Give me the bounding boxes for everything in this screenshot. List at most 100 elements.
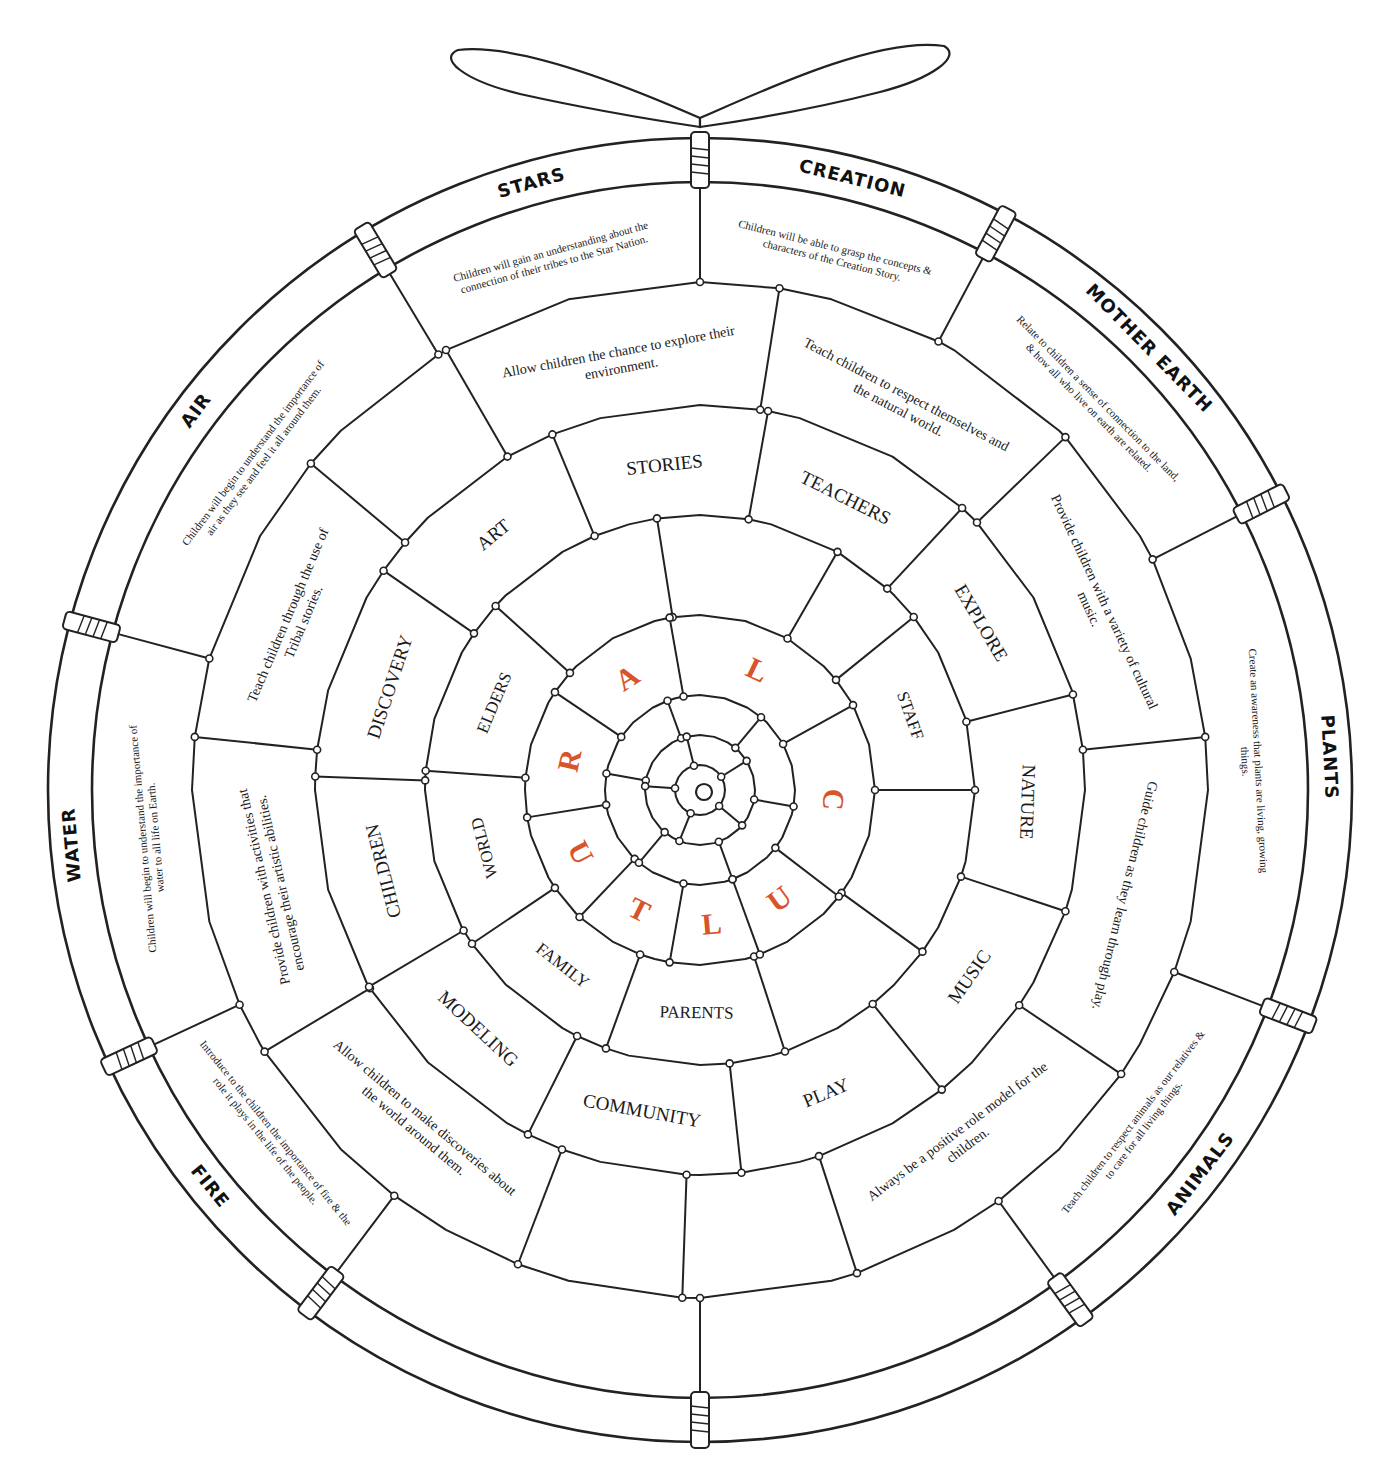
cell-word: PLAY: [798, 1073, 853, 1112]
web-ring: [675, 765, 725, 815]
web-knot: [756, 951, 763, 958]
web-cell: MUSIC: [942, 945, 996, 1009]
web-knot: [972, 787, 979, 794]
web-strand: [679, 813, 690, 841]
hoop-inner-edge: [92, 182, 1308, 1398]
web-cell: ELDERS: [473, 668, 517, 737]
web-knot: [603, 770, 610, 777]
web-knot: [559, 1146, 566, 1153]
web-strand: [699, 182, 701, 282]
web-cell: Allow children the chance to explore the…: [499, 322, 741, 399]
web-knot: [776, 285, 783, 292]
cultural-letter: L: [740, 649, 775, 689]
web-strand: [387, 269, 439, 355]
web-knot: [957, 873, 964, 880]
web-knot: [743, 757, 750, 764]
band-segment: STARSChildren will gain an understanding…: [436, 214, 670, 302]
web-knot: [757, 406, 764, 413]
web-knot: [963, 718, 970, 725]
web-cell: STAFF: [892, 688, 928, 744]
web-strand: [446, 350, 508, 457]
web-knot: [780, 740, 787, 747]
cord-wrap: [691, 1392, 709, 1448]
web-knot: [973, 519, 980, 526]
cell-sentence: Teach children through the use of Tribal…: [238, 510, 356, 728]
band-segment: ANIMALSTeach children to respect animals…: [1056, 1025, 1220, 1227]
web-knot: [715, 838, 722, 845]
cell-word: MUSIC: [942, 945, 996, 1009]
cell-sentence: Always be a positive role model for the …: [857, 1053, 1069, 1224]
web-strands: [113, 182, 1268, 1398]
band-text: Introduce to the children the importance…: [187, 1038, 355, 1237]
cord-wrap: [975, 205, 1017, 263]
web-knot: [772, 844, 779, 851]
band-segment: PLANTSCreate an awareness that plants ar…: [1232, 643, 1271, 879]
web-cell: Teach children to respect themselves and…: [788, 332, 1016, 473]
web-knot: [834, 548, 841, 555]
center-bead: [696, 784, 712, 800]
web-strand: [961, 877, 1065, 912]
web-knot: [551, 689, 558, 696]
web-knot: [758, 714, 765, 721]
web-knot: [524, 1131, 531, 1138]
web-strand: [687, 737, 694, 766]
web-knot: [576, 913, 583, 920]
web-knot: [729, 876, 736, 883]
web-strand: [754, 956, 785, 1051]
cell-word: STAFF: [892, 688, 928, 744]
web-cell: FAMILY: [531, 938, 594, 993]
web-knot: [835, 893, 842, 900]
web-knot: [676, 837, 683, 844]
web-strand: [1174, 972, 1267, 1008]
hanging-ribbon: [451, 45, 949, 127]
web-knot: [635, 859, 642, 866]
cell-sentence: Allow children to make discoveries about…: [316, 1035, 521, 1215]
web-knot: [664, 697, 671, 704]
web-cell: COMMUNITY: [580, 1089, 704, 1132]
web-knot: [729, 876, 736, 883]
web-knot: [469, 940, 476, 947]
web-knot: [191, 733, 198, 740]
cultural-letter: U: [760, 878, 799, 919]
band-text: Children will be able to grasp the conce…: [716, 213, 950, 295]
web-knot: [680, 880, 687, 887]
web-knot: [732, 744, 739, 751]
web-strand: [788, 552, 838, 639]
web-knot: [784, 635, 791, 642]
cord-wrap: [1259, 997, 1318, 1034]
web-knot: [833, 676, 840, 683]
web-knot: [666, 614, 673, 621]
cord-wrap: [691, 132, 709, 188]
web-strand: [496, 606, 570, 673]
web-cell: ART: [472, 514, 516, 555]
cell-word: DISCOVERY: [363, 632, 418, 743]
web-knot: [919, 948, 926, 955]
cultural-letter: T: [622, 890, 657, 930]
web-cell: NATURE: [1015, 763, 1040, 841]
web-knot: [1149, 556, 1156, 563]
cultural-letter: L: [699, 906, 725, 941]
band-segment: WATERChildren will begin to understand t…: [127, 720, 174, 956]
web-strand: [735, 717, 761, 748]
web-strand: [754, 800, 793, 807]
web-knot: [307, 460, 314, 467]
hoop: [48, 138, 1352, 1442]
web-cell: CHILDREN: [361, 820, 407, 921]
cord-wrap: [353, 221, 397, 278]
web-knot: [718, 773, 725, 780]
web-knot: [591, 533, 598, 540]
cell-word: STORIES: [624, 449, 705, 479]
cell-word: ELDERS: [473, 668, 517, 737]
cell-sentence: Allow children the chance to explore the…: [499, 322, 741, 399]
cell-word: CHILDREN: [361, 820, 407, 921]
web-knot: [850, 702, 857, 709]
web-knot: [666, 959, 673, 966]
web-knot: [504, 453, 511, 460]
web-ring: [605, 695, 795, 885]
cell-sentence: Provide children with a variety of cultu…: [1030, 489, 1162, 721]
web-ring: [645, 735, 755, 845]
band-text: Create an awareness that plants are livi…: [1232, 643, 1271, 879]
cord-wrap: [1047, 1272, 1094, 1328]
web-ring: [425, 515, 975, 1065]
